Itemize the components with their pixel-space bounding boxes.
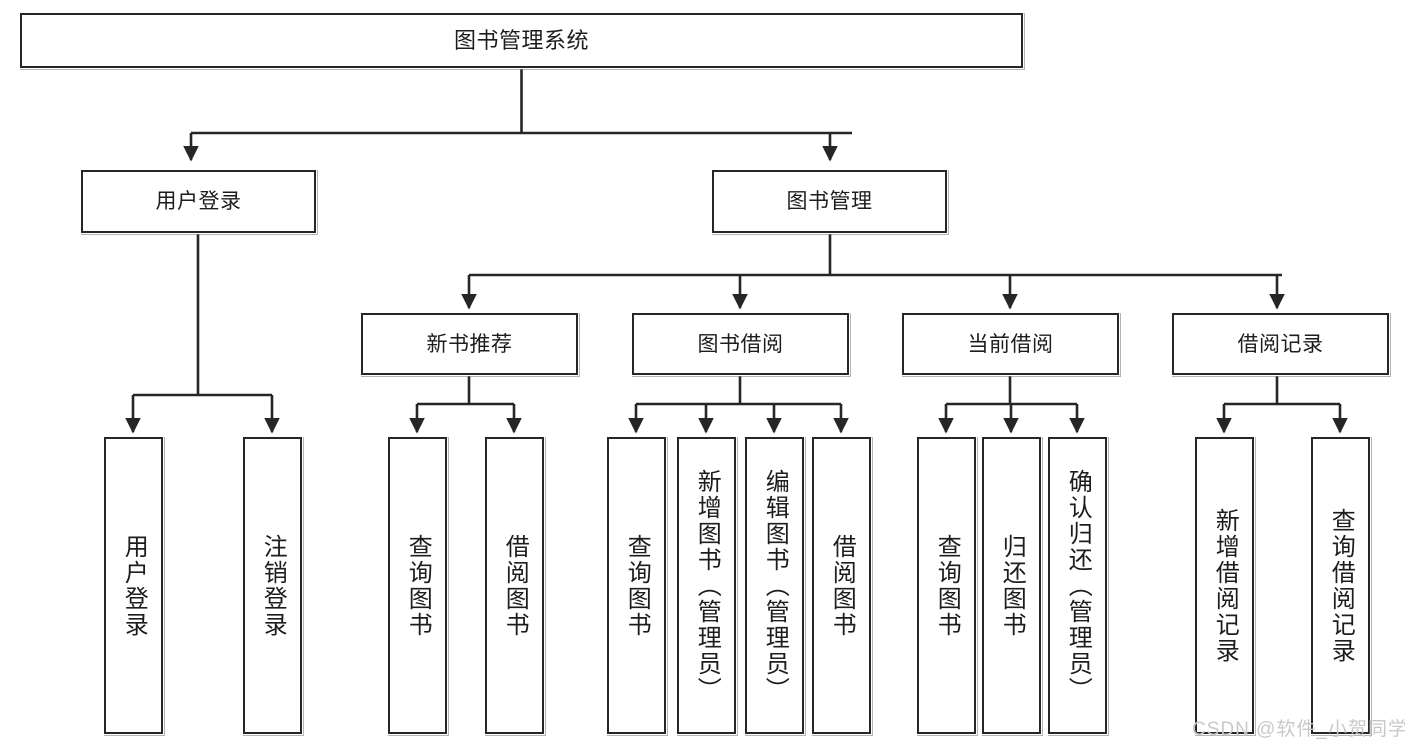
node-label: 当前借阅 bbox=[967, 332, 1054, 356]
node-label: 确认归还（管理员） bbox=[1064, 468, 1092, 703]
node-current-borrow[interactable]: 当前借阅 bbox=[902, 313, 1119, 375]
node-label: 新书推荐 bbox=[426, 332, 513, 356]
node-label: 新增图书（管理员） bbox=[693, 468, 721, 703]
node-label: 编辑图书（管理员） bbox=[761, 468, 789, 703]
node-user-login[interactable]: 用户登录 bbox=[81, 170, 316, 233]
node-new-book-recommend[interactable]: 新书推荐 bbox=[361, 313, 578, 375]
leaf-user-login-login[interactable]: 用户登录 bbox=[104, 437, 163, 734]
node-label: 图书管理系统 bbox=[453, 27, 589, 53]
leaf-new-book-borrow[interactable]: 借阅图书 bbox=[485, 437, 544, 734]
leaf-book-borrow-add[interactable]: 新增图书（管理员） bbox=[677, 437, 736, 734]
node-label: 查询图书 bbox=[933, 533, 961, 638]
csdn-watermark: CSDN @软件_小贺同学 bbox=[1192, 719, 1405, 740]
node-book-management[interactable]: 图书管理 bbox=[712, 170, 947, 233]
node-label: 查询借阅记录 bbox=[1327, 507, 1355, 664]
node-label: 图书借阅 bbox=[697, 332, 784, 356]
leaf-borrow-record-add[interactable]: 新增借阅记录 bbox=[1195, 437, 1254, 734]
node-label: 注销登录 bbox=[259, 533, 287, 638]
node-label: 新增借阅记录 bbox=[1211, 507, 1239, 664]
node-label: 用户登录 bbox=[120, 533, 148, 638]
leaf-new-book-query[interactable]: 查询图书 bbox=[388, 437, 447, 734]
node-label: 借阅图书 bbox=[501, 533, 529, 638]
leaf-book-borrow-borrow[interactable]: 借阅图书 bbox=[812, 437, 871, 734]
leaf-current-borrow-return[interactable]: 归还图书 bbox=[982, 437, 1041, 734]
node-label: 用户登录 bbox=[155, 190, 242, 213]
node-label: 借阅记录 bbox=[1237, 332, 1324, 356]
node-borrow-record[interactable]: 借阅记录 bbox=[1172, 313, 1389, 375]
leaf-book-borrow-edit[interactable]: 编辑图书（管理员） bbox=[745, 437, 804, 734]
node-label: 查询图书 bbox=[623, 533, 651, 638]
leaf-current-borrow-confirm-return[interactable]: 确认归还（管理员） bbox=[1048, 437, 1107, 734]
leaf-user-login-logout[interactable]: 注销登录 bbox=[243, 437, 302, 734]
node-book-borrow[interactable]: 图书借阅 bbox=[632, 313, 849, 375]
node-label: 借阅图书 bbox=[828, 533, 856, 638]
node-label: 查询图书 bbox=[404, 533, 432, 638]
leaf-book-borrow-query[interactable]: 查询图书 bbox=[607, 437, 666, 734]
node-label: 图书管理 bbox=[786, 190, 873, 213]
leaf-current-borrow-query[interactable]: 查询图书 bbox=[917, 437, 976, 734]
node-label: 归还图书 bbox=[998, 533, 1026, 638]
node-root-system[interactable]: 图书管理系统 bbox=[20, 13, 1023, 68]
leaf-borrow-record-query[interactable]: 查询借阅记录 bbox=[1311, 437, 1370, 734]
